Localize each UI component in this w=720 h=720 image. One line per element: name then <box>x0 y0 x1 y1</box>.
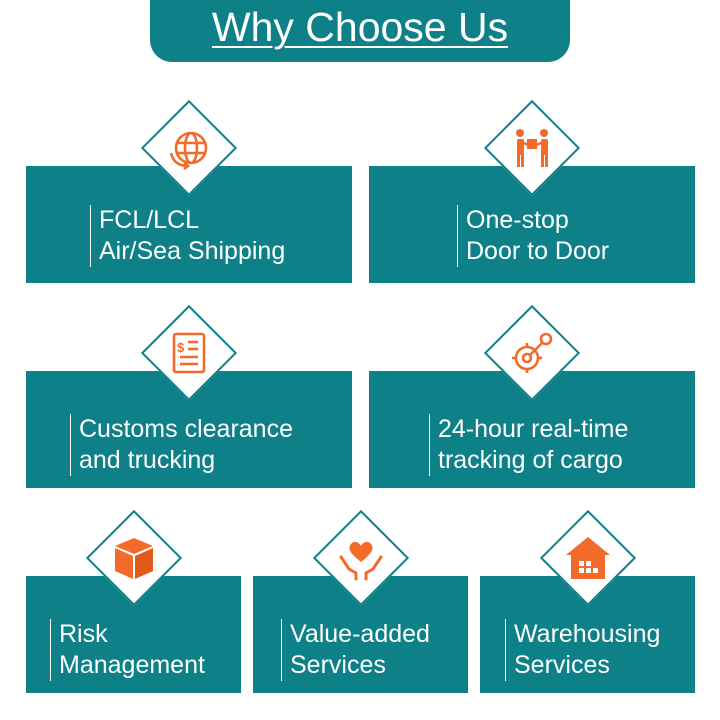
feature-line-2: Door to Door <box>466 237 610 265</box>
feature-label-door-to-door: One-stop Door to Door <box>457 205 609 267</box>
header-banner: Why Choose Us <box>150 0 570 62</box>
customs-document-icon: $ <box>164 328 214 378</box>
feature-line-2: Services <box>514 651 610 679</box>
feature-line-1: 24-hour real-time <box>438 415 629 443</box>
feature-line-1: One-stop <box>466 206 569 234</box>
warehouse-icon <box>563 533 613 583</box>
feature-line-2: tracking of cargo <box>438 446 623 474</box>
page-title: Why Choose Us <box>211 4 509 50</box>
door-to-door-delivery-icon <box>507 123 557 173</box>
feature-line-1: Customs clearance <box>79 415 293 443</box>
feature-line-2: Services <box>290 651 386 679</box>
feature-label-value-added: Value-added Services <box>281 619 430 681</box>
feature-line-1: FCL/LCL <box>99 206 200 234</box>
globe-exchange-icon <box>164 123 214 173</box>
svg-text:$: $ <box>177 340 185 355</box>
feature-label-customs: Customs clearance and trucking <box>70 414 293 476</box>
feature-label-tracking: 24-hour real-time tracking of cargo <box>429 414 628 476</box>
feature-label-warehousing: Warehousing Services <box>505 619 660 681</box>
box-icon <box>109 533 159 583</box>
feature-line-2: Air/Sea Shipping <box>99 237 286 265</box>
feature-line-1: Value-added <box>290 620 430 648</box>
heart-hands-icon <box>336 533 386 583</box>
feature-label-shipping: FCL/LCL Air/Sea Shipping <box>90 205 285 267</box>
target-tracking-icon <box>507 328 557 378</box>
feature-line-1: Warehousing <box>514 620 661 648</box>
feature-line-2: and trucking <box>79 446 216 474</box>
feature-line-1: Risk <box>59 620 108 648</box>
feature-line-2: Management <box>59 651 205 679</box>
feature-label-risk: Risk Management <box>50 619 205 681</box>
